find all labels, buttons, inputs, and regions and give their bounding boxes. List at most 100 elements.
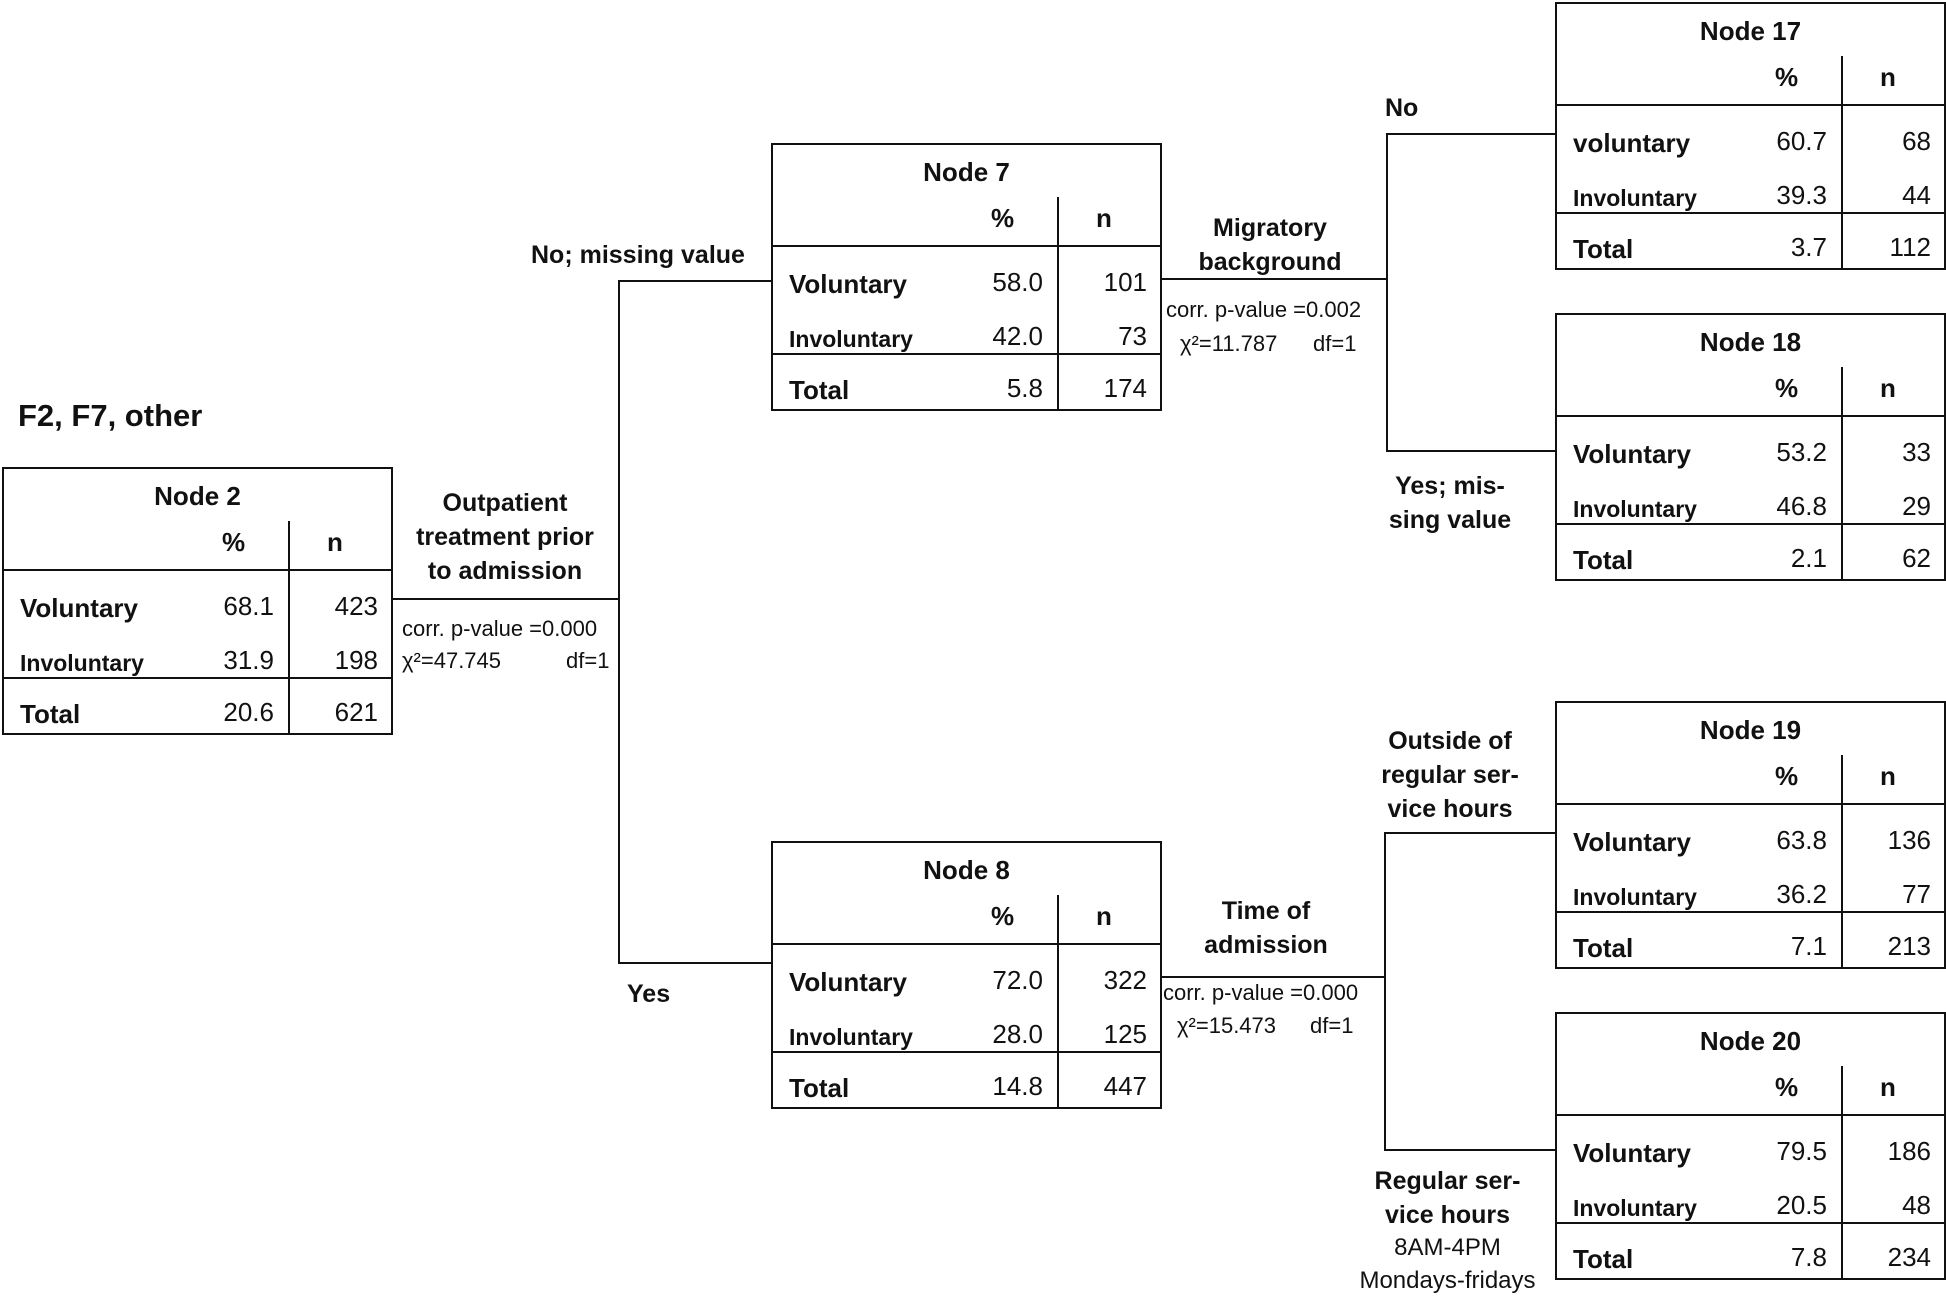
row-n-total: 62 <box>1902 543 1931 573</box>
row-label-voluntary: Voluntary <box>789 967 907 997</box>
row-label-voluntary: Voluntary <box>1573 827 1691 857</box>
table-separator <box>1841 367 1843 579</box>
split-variable-time: Time of admission <box>1204 897 1328 959</box>
node-title: Node 17 <box>1699 16 1802 46</box>
row-label-voluntary: voluntary <box>1573 128 1691 158</box>
branch-label-yes-missing: Yes; mis- sing value <box>1388 472 1512 534</box>
row-label-involuntary: Involuntary <box>789 1024 913 1050</box>
table-separator <box>773 353 1160 355</box>
tree-heading: F2, F7, other <box>18 398 203 433</box>
row-n-voluntary: 33 <box>1902 437 1931 467</box>
table-separator <box>1557 1222 1944 1224</box>
column-header-n: n <box>1880 1072 1896 1102</box>
row-label-total: Total <box>1573 1244 1634 1274</box>
column-header-percent: % <box>991 901 1015 931</box>
row-n-involuntary: 44 <box>1902 180 1931 210</box>
branch-label-regular-hours: Regular ser- vice hours <box>1374 1167 1521 1229</box>
table-separator <box>4 677 391 679</box>
node-title: Node 2 <box>154 481 241 511</box>
row-n-voluntary: 68 <box>1902 126 1931 156</box>
row-n-total: 112 <box>1889 232 1931 262</box>
row-label-total: Total <box>1573 933 1634 963</box>
table-separator <box>773 943 1160 945</box>
table-separator <box>1557 104 1944 106</box>
row-n-total: 174 <box>1103 373 1147 403</box>
row-label-involuntary: Involuntary <box>20 650 144 676</box>
table-separator <box>1557 911 1944 913</box>
row-n-total: 234 <box>1887 1242 1931 1272</box>
table-separator <box>1841 1066 1843 1278</box>
row-percent-total: 7.1 <box>1790 931 1827 961</box>
split-p-value: corr. p-value =0.000 <box>402 616 598 641</box>
row-n-voluntary: 186 <box>1887 1136 1931 1166</box>
row-percent-voluntary: 60.7 <box>1776 126 1827 156</box>
row-label-total: Total <box>1573 545 1634 575</box>
row-n-total: 213 <box>1887 931 1931 961</box>
column-header-n: n <box>1880 373 1896 403</box>
row-percent-involuntary: 36.2 <box>1776 879 1827 909</box>
table-separator <box>1057 895 1059 1107</box>
branch-label-outside-hours: Outside of regular ser- vice hours <box>1381 727 1519 823</box>
row-percent-involuntary: 28.0 <box>992 1019 1043 1049</box>
row-percent-total: 3.7 <box>1790 232 1827 262</box>
row-n-total: 621 <box>334 697 378 727</box>
table-separator <box>1057 197 1059 409</box>
split-df: df=1 <box>566 648 610 673</box>
split-chi-square: χ²=15.473 <box>1177 1013 1277 1038</box>
connector-line <box>1386 133 1388 452</box>
row-n-involuntary: 73 <box>1118 321 1147 351</box>
row-percent-total: 7.8 <box>1790 1242 1827 1272</box>
column-header-n: n <box>1880 62 1896 92</box>
node-title: Node 20 <box>1699 1026 1802 1056</box>
row-percent-voluntary: 72.0 <box>992 965 1043 995</box>
column-header-percent: % <box>222 527 246 557</box>
split-variable-migratory: Migratory background <box>1198 214 1342 276</box>
row-percent-voluntary: 63.8 <box>1776 825 1827 855</box>
connector-line <box>1384 832 1386 1151</box>
column-header-percent: % <box>1775 1072 1799 1102</box>
row-label-voluntary: Voluntary <box>1573 439 1691 469</box>
row-percent-involuntary: 31.9 <box>223 645 274 675</box>
row-n-involuntary: 29 <box>1902 491 1931 521</box>
branch-note-regular-hours: 8AM-4PM Mondays-fridays <box>1359 1234 1536 1294</box>
branch-label-no: No <box>1385 94 1419 122</box>
row-label-voluntary: Voluntary <box>789 269 907 299</box>
row-n-involuntary: 125 <box>1103 1019 1147 1049</box>
row-label-voluntary: Voluntary <box>20 593 138 623</box>
row-percent-involuntary: 42.0 <box>992 321 1043 351</box>
row-n-involuntary: 77 <box>1902 879 1931 909</box>
row-percent-voluntary: 58.0 <box>992 267 1043 297</box>
row-n-voluntary: 423 <box>334 591 378 621</box>
column-header-n: n <box>1880 761 1896 791</box>
row-label-involuntary: Involuntary <box>789 326 913 352</box>
connector-line <box>1384 1149 1555 1151</box>
column-header-percent: % <box>1775 761 1799 791</box>
node-title: Node 19 <box>1699 715 1802 745</box>
split-chi-square: χ²=47.745 <box>402 648 502 673</box>
connector-line <box>618 280 620 964</box>
split-p-value: corr. p-value =0.000 <box>1163 980 1359 1005</box>
table-separator <box>1557 803 1944 805</box>
row-percent-voluntary: 53.2 <box>1776 437 1827 467</box>
row-n-voluntary: 136 <box>1887 825 1931 855</box>
row-percent-involuntary: 20.5 <box>1776 1190 1827 1220</box>
row-label-total: Total <box>1573 234 1634 264</box>
row-n-involuntary: 48 <box>1902 1190 1931 1220</box>
table-separator <box>773 1051 1160 1053</box>
row-label-total: Total <box>789 375 850 405</box>
connector-line <box>1162 278 1388 280</box>
row-n-involuntary: 198 <box>334 645 378 675</box>
row-percent-voluntary: 68.1 <box>223 591 274 621</box>
node-title: Node 18 <box>1699 327 1802 357</box>
column-header-n: n <box>1096 203 1112 233</box>
row-label-total: Total <box>20 699 81 729</box>
row-n-total: 447 <box>1103 1071 1147 1101</box>
row-n-voluntary: 101 <box>1103 267 1147 297</box>
row-label-involuntary: Involuntary <box>1573 185 1697 211</box>
table-separator <box>4 569 391 571</box>
